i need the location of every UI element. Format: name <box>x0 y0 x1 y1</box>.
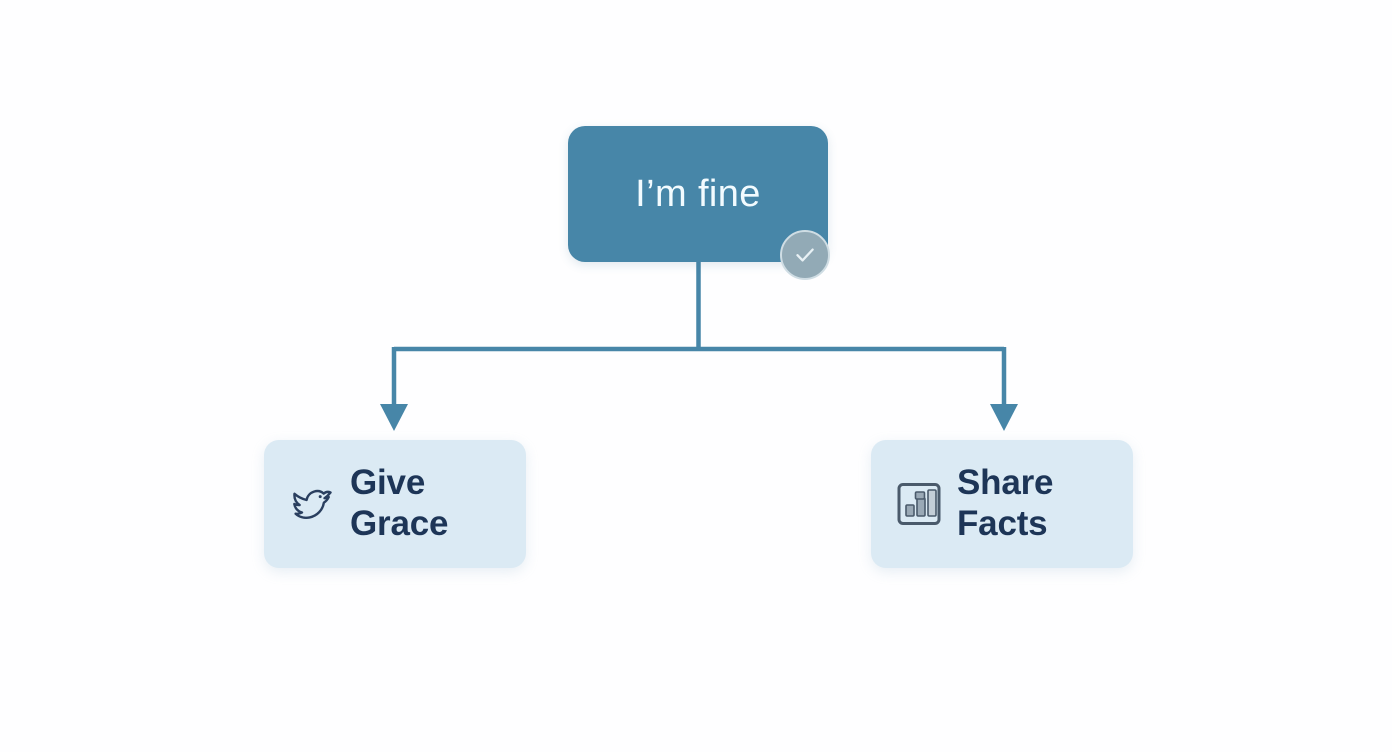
connector-right-arrowhead <box>990 404 1018 431</box>
check-circle-icon[interactable] <box>780 230 830 280</box>
bar-chart-icon <box>893 478 945 530</box>
root-node-label: I’m fine <box>635 173 761 215</box>
child-node-give-grace[interactable]: Give Grace <box>264 440 526 568</box>
bird-icon <box>286 478 338 530</box>
child-node-label: Give Grace <box>350 463 449 543</box>
connector-left-arrowhead <box>380 404 408 431</box>
child-node-share-facts[interactable]: Share Facts <box>871 440 1133 568</box>
child-node-label: Share Facts <box>957 463 1054 543</box>
